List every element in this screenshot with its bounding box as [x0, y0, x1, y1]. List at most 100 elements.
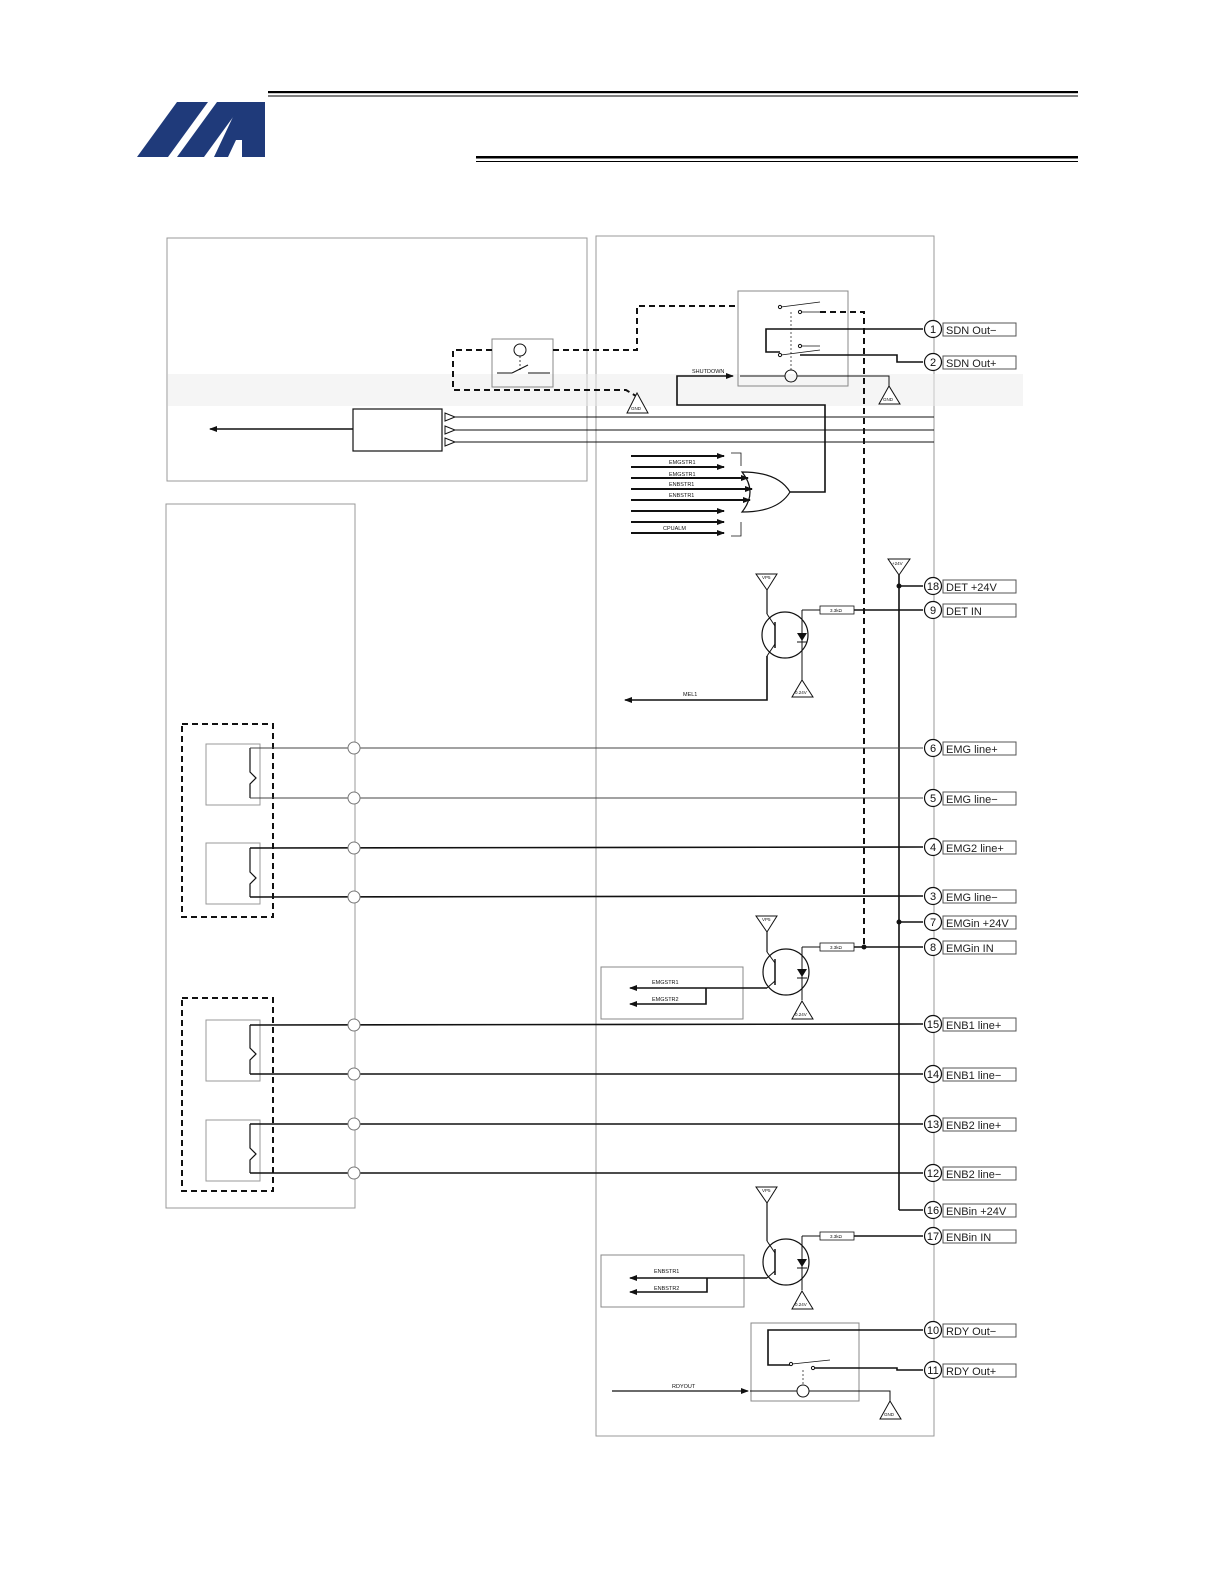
pin-terminal: 12 ENB2 line−: [923, 1163, 1017, 1183]
pin-label: DET +24V: [946, 582, 998, 594]
rdy-relay: GND RDYOUT: [612, 1322, 923, 1420]
pin-number: 16: [927, 1205, 939, 1217]
pin-terminal: 5 EMG line−: [923, 788, 1017, 808]
pin-terminal: 3 EMG line−: [923, 886, 1017, 906]
pin-terminal: 15 ENB1 line+: [923, 1014, 1017, 1034]
pin-number: 8: [930, 942, 936, 954]
pin-number: 5: [930, 793, 936, 805]
or-input-label: CPUALM: [663, 526, 686, 532]
emg-output-label: EMGSTR1: [652, 980, 679, 986]
or-gate-inputs: EMGSTR1 EMGSTR1 ENBSTR1 ENBSTR1 CPUALM: [631, 453, 753, 536]
shutdown-signal-wire: [676, 373, 826, 417]
pin-terminal: 11 RDY Out+: [923, 1360, 1017, 1380]
switch-group-emg: [181, 723, 274, 918]
pin-label: ENBin +24V: [946, 1206, 1007, 1218]
remote-relay: [491, 338, 554, 388]
pin-label: ENBin IN: [946, 1232, 991, 1244]
pin-number: 9: [930, 605, 936, 617]
shutdown-relay: [737, 290, 890, 388]
pin-label: ENB1 line−: [946, 1070, 1001, 1082]
pin-terminal: 16 ENBin +24V: [923, 1200, 1017, 1220]
gnd-label: GND: [883, 397, 894, 402]
shutdown-dashed-right: [820, 311, 865, 947]
emgin-photocoupler: VP5 3.3kΩ 0.24V EMGSTR1 EMGSTR2: [600, 915, 923, 1020]
gnd-triangle-right: GND: [878, 385, 901, 405]
enbin-photocoupler: VP5 3.3kΩ 0.24V ENBSTR1 ENBSTR2: [600, 1186, 923, 1310]
left-top-box: [166, 237, 588, 482]
pin-number: 2: [930, 357, 936, 369]
switch-group-enb: [181, 997, 274, 1192]
pin-terminal: 4 EMG2 line+: [923, 837, 1017, 857]
pin-number: 1: [930, 324, 936, 336]
pin-terminal: 8 EMGin IN: [923, 937, 1017, 957]
or-input-label: ENBSTR1: [669, 493, 694, 499]
pin-terminal: 13 ENB2 line+: [923, 1114, 1017, 1134]
sdn-out-minus-wire: [765, 328, 923, 353]
pin-label: EMGin IN: [946, 943, 994, 955]
right-main-box: [595, 235, 935, 1437]
line-wires: [249, 747, 924, 1174]
pin-label: SDN Out+: [946, 358, 996, 370]
pin-number: 6: [930, 743, 936, 755]
logo-stroke-2: [177, 102, 244, 157]
gnd-label: GND: [884, 1412, 895, 1417]
vp-label: VP5: [762, 1188, 771, 1193]
dashed-coil-feed: [553, 305, 738, 351]
gnd24-label: 0.24V: [795, 690, 807, 695]
pin-terminal: 1 SDN Out−: [923, 319, 1017, 339]
pin-number: 17: [927, 1231, 939, 1243]
pin-label: RDY Out−: [946, 1326, 996, 1338]
plus24-bus: +24V: [887, 558, 923, 1211]
or-input-label: EMGSTR1: [669, 472, 696, 478]
resistor-label: 3.3kΩ: [830, 608, 843, 613]
pin-terminal: 18 DET +24V: [923, 576, 1017, 596]
pin-label: ENB2 line+: [946, 1120, 1001, 1132]
pin-label: EMG line+: [946, 744, 998, 756]
pin-terminal: 17 ENBin IN: [923, 1226, 1017, 1246]
gnd-label: GND: [631, 406, 642, 411]
or-input-label: EMGSTR1: [669, 460, 696, 466]
pin-terminal: 14 ENB1 line−: [923, 1064, 1017, 1084]
pin-terminal: 2 SDN Out+: [923, 352, 1017, 372]
pin-number: 15: [927, 1019, 939, 1031]
pin-number: 10: [927, 1325, 939, 1337]
or-input-label: ENBSTR1: [669, 482, 694, 488]
pin-label: EMG2 line+: [946, 843, 1004, 855]
logo-stroke-1: [137, 102, 208, 157]
det-photocoupler: VP5 3.3kΩ 0.24V MEL1: [624, 573, 923, 703]
left-bottom-box: [165, 503, 356, 1209]
mel1-label: MEL1: [683, 692, 697, 698]
rdyout-label: RDYOUT: [672, 1384, 696, 1390]
sdn-out-plus-wire: [800, 354, 923, 363]
logo: [137, 102, 265, 157]
emg-output-label: EMGSTR2: [652, 997, 679, 1003]
pin-number: 13: [927, 1119, 939, 1131]
logo-stroke-3: [214, 102, 265, 157]
pin-number: 3: [930, 891, 936, 903]
vp-label: VP5: [762, 575, 771, 580]
pin-label: ENB2 line−: [946, 1169, 1001, 1181]
dashed-coil-loop: [452, 349, 637, 397]
pin-terminals: 1 SDN Out− 2 SDN Out+ 18 DET +24V 9 DET …: [923, 319, 1017, 1380]
vp-label: VP5: [762, 917, 771, 922]
or-gate: [731, 417, 826, 537]
pin-number: 7: [930, 917, 936, 929]
pin-number: 12: [927, 1168, 939, 1180]
pin-label: EMG line−: [946, 794, 998, 806]
pin-terminal: 10 RDY Out−: [923, 1320, 1017, 1340]
pin-label: DET IN: [946, 606, 982, 618]
pin-label: ENB1 line+: [946, 1020, 1001, 1032]
pin-number: 14: [927, 1069, 939, 1081]
pin-label: EMGin +24V: [946, 918, 1009, 930]
resistor-label: 3.3kΩ: [830, 1234, 843, 1239]
gnd24-label: 0.24V: [795, 1302, 807, 1307]
enb-output-label: ENBSTR2: [654, 1286, 679, 1292]
pin-number: 4: [930, 842, 936, 854]
processing-block: [209, 408, 934, 452]
plus24-label: +24V: [892, 561, 903, 566]
resistor-label: 3.3kΩ: [830, 945, 843, 950]
gnd-triangle-left: GND: [626, 391, 649, 414]
gnd24-label: 0.24V: [795, 1012, 807, 1017]
pin-number: 18: [927, 581, 939, 593]
